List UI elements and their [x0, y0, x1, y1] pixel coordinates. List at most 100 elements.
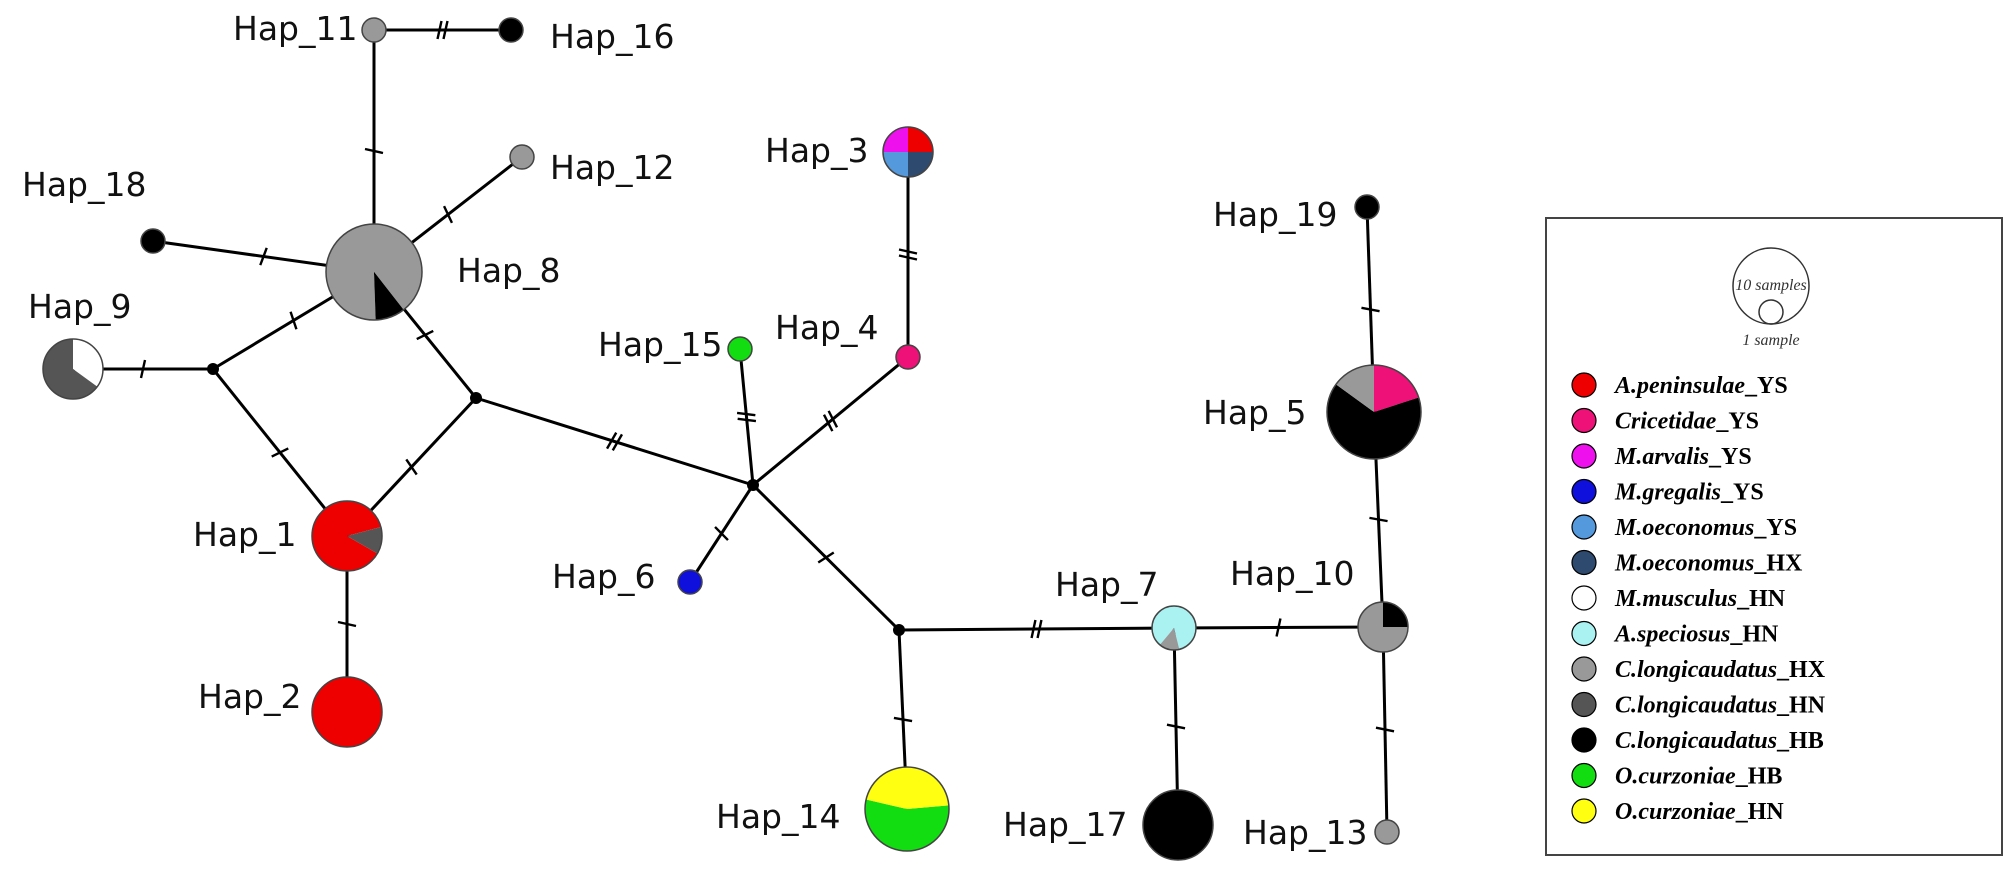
mutation-tick: [1361, 306, 1380, 313]
legend-swatch: [1571, 620, 1597, 647]
legend-items: A.peninsulae_YSCricetidae_YSM.arvalis_YS…: [1571, 372, 1826, 825]
legend-swatch: [1571, 762, 1597, 789]
mutation-tick: [1275, 618, 1282, 637]
node-hap-5: [1326, 364, 1422, 460]
edge-mv3-hap_4: [752, 355, 909, 487]
mutation-tick: [1369, 516, 1388, 523]
mutation-tick: [442, 205, 454, 224]
node-outline: [42, 338, 104, 400]
pie-slice: [908, 127, 933, 152]
legend-species: A.peninsulae: [1613, 373, 1745, 399]
edge-line: [738, 348, 755, 486]
median-vector-node: [747, 479, 759, 491]
mutation-tick: [1166, 723, 1186, 730]
pie-slice: [678, 570, 702, 594]
hap-label: Hap_10: [1230, 554, 1354, 593]
hap-label: Hap_6: [552, 557, 655, 596]
legend-species: C.longicaudatus: [1615, 728, 1777, 754]
pie-slice: [362, 18, 386, 42]
legend-swatch: [1571, 478, 1597, 505]
node-hap-19: [1354, 194, 1380, 220]
pie-slice: [1374, 365, 1419, 412]
legend-region: _HN: [1729, 622, 1779, 648]
legend-item: C.longicaudatus_HB: [1571, 727, 1824, 754]
pie-slice: [1383, 602, 1408, 627]
legend-item: Cricetidae_YS: [1571, 407, 1759, 435]
hap-label: Hap_1: [193, 515, 296, 554]
edge-mv2-mv3: [475, 396, 754, 487]
node-outline: [325, 223, 423, 321]
legend-label: C.longicaudatus_HX: [1615, 657, 1826, 683]
node-outline: [361, 17, 387, 43]
legend-label: M.musculus_HN: [1614, 586, 1786, 612]
node-outline: [311, 676, 383, 748]
mutation-tick: [605, 432, 618, 450]
legend-region: _YS: [1708, 444, 1752, 470]
hap-label: Hap_3: [765, 131, 868, 170]
legend-item: A.speciosus_HN: [1571, 620, 1779, 648]
hap-label: Hap_9: [28, 287, 131, 326]
node-hap-12: [509, 144, 535, 170]
legend-swatch: [1571, 798, 1597, 824]
hap-label: Hap_13: [1243, 813, 1367, 852]
node-hap-3: [882, 126, 934, 178]
edge-mv4-hap_7: [898, 619, 1175, 639]
legend-label: M.arvalis_YS: [1614, 444, 1752, 470]
mutation-tick: [898, 248, 918, 255]
legend-item: O.curzoniae_HN: [1571, 798, 1784, 825]
node-hap-4: [895, 344, 921, 370]
legend-item: M.oeconomus_HX: [1571, 549, 1803, 577]
node-hap-2: [311, 676, 383, 748]
edge-line: [752, 355, 909, 487]
legend-region: _YS: [1753, 515, 1797, 541]
legend-swatch: [1571, 549, 1597, 576]
hap-label: Hap_2: [198, 677, 301, 716]
node-hap-16: [498, 17, 524, 43]
legend-label: O.curzoniae_HN: [1615, 799, 1784, 825]
edge-hap_11-hap_16: [374, 20, 511, 40]
mutation-tick: [1030, 619, 1037, 639]
legend-swatch: [1571, 514, 1597, 540]
pie-slice: [1159, 628, 1180, 650]
node-outline: [1357, 601, 1409, 653]
hap-label: Hap_8: [457, 251, 560, 290]
node-outline: [140, 228, 166, 254]
pie-slice: [1335, 365, 1374, 412]
edge-mv3-mv4: [751, 483, 901, 632]
legend-species: A.speciosus: [1613, 622, 1730, 648]
node-hap-7: [1151, 605, 1197, 651]
node-hap-6: [677, 569, 703, 595]
node-hap-11: [361, 17, 387, 43]
pie-slice: [374, 272, 404, 320]
node-hap-13: [1374, 819, 1400, 845]
node-hap-18: [140, 228, 166, 254]
node-hap-17: [1142, 789, 1214, 861]
mutation-tick: [893, 716, 913, 723]
mutation-tick: [714, 526, 729, 541]
edge-line: [475, 396, 754, 487]
hap-label: Hap_19: [1213, 195, 1337, 234]
mutation-tick: [259, 247, 268, 266]
legend-item: M.arvalis_YS: [1571, 443, 1752, 470]
node-outline: [1142, 789, 1214, 861]
pie-slice: [728, 337, 752, 361]
legend-swatch: [1571, 691, 1597, 718]
median-vector-node: [893, 624, 905, 636]
node-outline: [1354, 194, 1380, 220]
legend-item: A.peninsulae_YS: [1571, 372, 1788, 399]
pie-slice: [883, 127, 908, 152]
pie-slice: [883, 152, 908, 177]
node-hap-14: [864, 766, 950, 852]
legend-species: O.curzoniae: [1615, 799, 1736, 825]
edge-hap_7-hap_10: [1173, 618, 1384, 637]
mutation-tick: [436, 20, 443, 40]
mutation-tick: [737, 417, 757, 423]
pie-slice: [1152, 606, 1196, 650]
legend-swatch: [1571, 727, 1597, 753]
legend-region: _HN: [1776, 693, 1826, 719]
legend-label: M.oeconomus_YS: [1614, 515, 1797, 541]
edge-hap_10-hap_13: [1375, 626, 1395, 833]
mutation-tick: [822, 414, 834, 432]
legend-label: O.curzoniae_HB: [1615, 764, 1782, 790]
node-hap-10: [1357, 601, 1409, 653]
